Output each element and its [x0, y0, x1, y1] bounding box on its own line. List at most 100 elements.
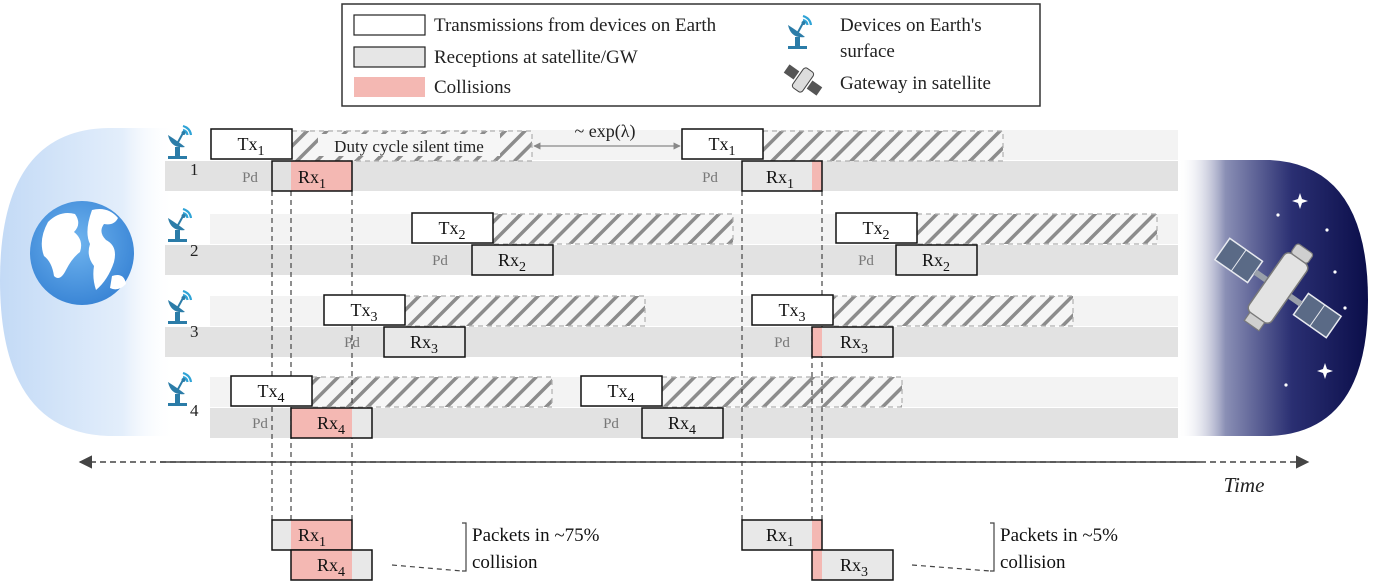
- device-labels: 1 2 3 4: [166, 124, 199, 420]
- rx1-box-collision: [812, 161, 822, 191]
- tx4-box: [230, 375, 313, 407]
- legend-label-gateway: Gateway in satellite: [840, 73, 991, 94]
- space-region: [1178, 160, 1368, 436]
- pd-label: Pd: [242, 170, 258, 186]
- earth-icon: [30, 201, 134, 305]
- pd-label: Pd: [702, 170, 718, 186]
- summary-left-rx-top-collision: [291, 520, 352, 550]
- tx1-label: Tx1: [709, 134, 736, 159]
- rx1-label: Rx1: [766, 167, 794, 192]
- summary-left-rx-bottom: [290, 549, 373, 581]
- rx2-box: [895, 244, 978, 276]
- summary-left-bracket: [462, 522, 467, 572]
- device-3-number: 3: [190, 322, 199, 341]
- pd-label: Pd: [858, 253, 874, 269]
- tx2-box: [835, 212, 918, 244]
- rx2-label: Rx2: [498, 250, 526, 275]
- summary-right-bracket: [990, 522, 995, 572]
- pd-label: Pd: [252, 416, 268, 432]
- duty-cycle-dev2-b: [916, 213, 1158, 245]
- rx4-box: [641, 407, 724, 439]
- summary-right-rx-top: [741, 519, 823, 551]
- pd-label: Pd: [432, 253, 448, 269]
- rx4-label: Rx4: [668, 413, 696, 438]
- time-axis: Time: [78, 455, 1310, 497]
- tx4-label: Tx4: [258, 381, 285, 406]
- legend-label-collisions: Collisions: [434, 77, 511, 98]
- summary-right-rx-top-label: Rx1: [766, 525, 794, 550]
- pd-label: Pd: [344, 335, 360, 351]
- rx4-box-collision: [291, 408, 352, 438]
- legend-label-devices-line1: Devices on Earth's: [840, 15, 982, 36]
- summary-right-rx-bottom: [811, 549, 894, 581]
- device-4-number: 4: [190, 401, 199, 420]
- summary-left: Rx1 Rx4 Packets in ~75% collision: [271, 519, 600, 581]
- summary-right-rx-bottom-gray: [822, 550, 893, 580]
- legend-label-transmissions: Transmissions from devices on Earth: [434, 15, 717, 36]
- tx2-label: Tx2: [439, 218, 466, 243]
- summary-left-rx-top-gray: [272, 520, 291, 550]
- summary-left-leader: [391, 564, 463, 572]
- rx3-box-outline: [811, 326, 894, 358]
- summary-right-rx-top-collision: [812, 520, 822, 550]
- summary-right-rx-bottom-collision: [812, 550, 822, 580]
- rx3-label: Rx3: [410, 332, 438, 357]
- rx1-box-outline: [741, 160, 823, 192]
- legend-swatch-collision: [354, 77, 425, 97]
- pd-label: Pd: [603, 416, 619, 432]
- legend-label-receptions: Receptions at satellite/GW: [434, 47, 638, 68]
- summary-left-rx-top-label: Rx1: [298, 525, 326, 550]
- tx1-label: Tx1: [238, 134, 265, 159]
- exp-interval-label: ~ exp(λ): [575, 121, 636, 142]
- rx4-label: Rx4: [317, 413, 345, 438]
- summary-right: Rx1 Rx3 Packets in ~5% collision: [741, 519, 1118, 581]
- earth-region: [0, 128, 175, 436]
- rx3-box: [812, 327, 893, 357]
- tx3-box: [751, 294, 834, 326]
- time-label: Time: [1224, 473, 1265, 497]
- summary-left-rx-bottom-gray: [352, 550, 372, 580]
- star-icons: [1276, 193, 1347, 387]
- rx4-box: [290, 407, 373, 439]
- summary-left-rx-bottom-collision: [291, 550, 352, 580]
- rx3-box: [383, 326, 466, 358]
- tx4-box: [580, 375, 663, 407]
- rx1-label: Rx1: [298, 167, 326, 192]
- device-1-number: 1: [190, 160, 199, 179]
- duty-cycle-dev1-b: [762, 130, 1004, 162]
- summary-right-text-2: collision: [1000, 552, 1066, 573]
- tx2-label: Tx2: [863, 218, 890, 243]
- duty-cycle-dev3-a: [404, 295, 646, 327]
- tx2-box: [411, 212, 494, 244]
- tx3-box: [323, 294, 406, 326]
- legend: Transmissions from devices on Earth Rece…: [341, 3, 1041, 107]
- rx2-label: Rx2: [922, 250, 950, 275]
- rx2-box: [471, 244, 554, 276]
- tx3-label: Tx3: [351, 300, 378, 325]
- rx3-box-collision: [812, 327, 822, 357]
- duty-cycle-dev4-b: [661, 376, 903, 408]
- summary-left-rx-bottom-label: Rx4: [317, 555, 345, 580]
- legend-label-devices-line2: surface: [840, 41, 895, 62]
- tx1-box: [681, 128, 764, 160]
- gateway-satellite-icon: [783, 64, 823, 96]
- summary-right-rx-top-gray: [742, 520, 812, 550]
- rx1-box-collision: [291, 161, 352, 191]
- device-2-number: 2: [190, 241, 199, 260]
- tx4-label: Tx4: [608, 381, 635, 406]
- satellite-icon: [1213, 237, 1343, 339]
- rx3-label: Rx3: [840, 332, 868, 357]
- rx1-box: [742, 161, 822, 191]
- duty-cycle-dev2-a: [492, 213, 734, 245]
- duty-cycle-dev4-a: [311, 376, 553, 408]
- rx-boxes: Rx1 Rx1 Rx2 Rx2 Rx3 Rx3 Rx4 Rx4: [271, 160, 978, 439]
- rx1-box: [271, 160, 353, 192]
- summary-left-text-2: collision: [472, 552, 538, 573]
- tx-boxes: Tx1 Tx1 Tx2 Tx2 Tx3 Tx3 Tx4 Tx4: [210, 128, 918, 407]
- legend-swatch-reception: [353, 46, 426, 68]
- summary-right-leader: [911, 564, 991, 572]
- duty-cycle-label-bg: [318, 134, 500, 156]
- tx3-label: Tx3: [779, 300, 806, 325]
- pd-label: Pd: [774, 335, 790, 351]
